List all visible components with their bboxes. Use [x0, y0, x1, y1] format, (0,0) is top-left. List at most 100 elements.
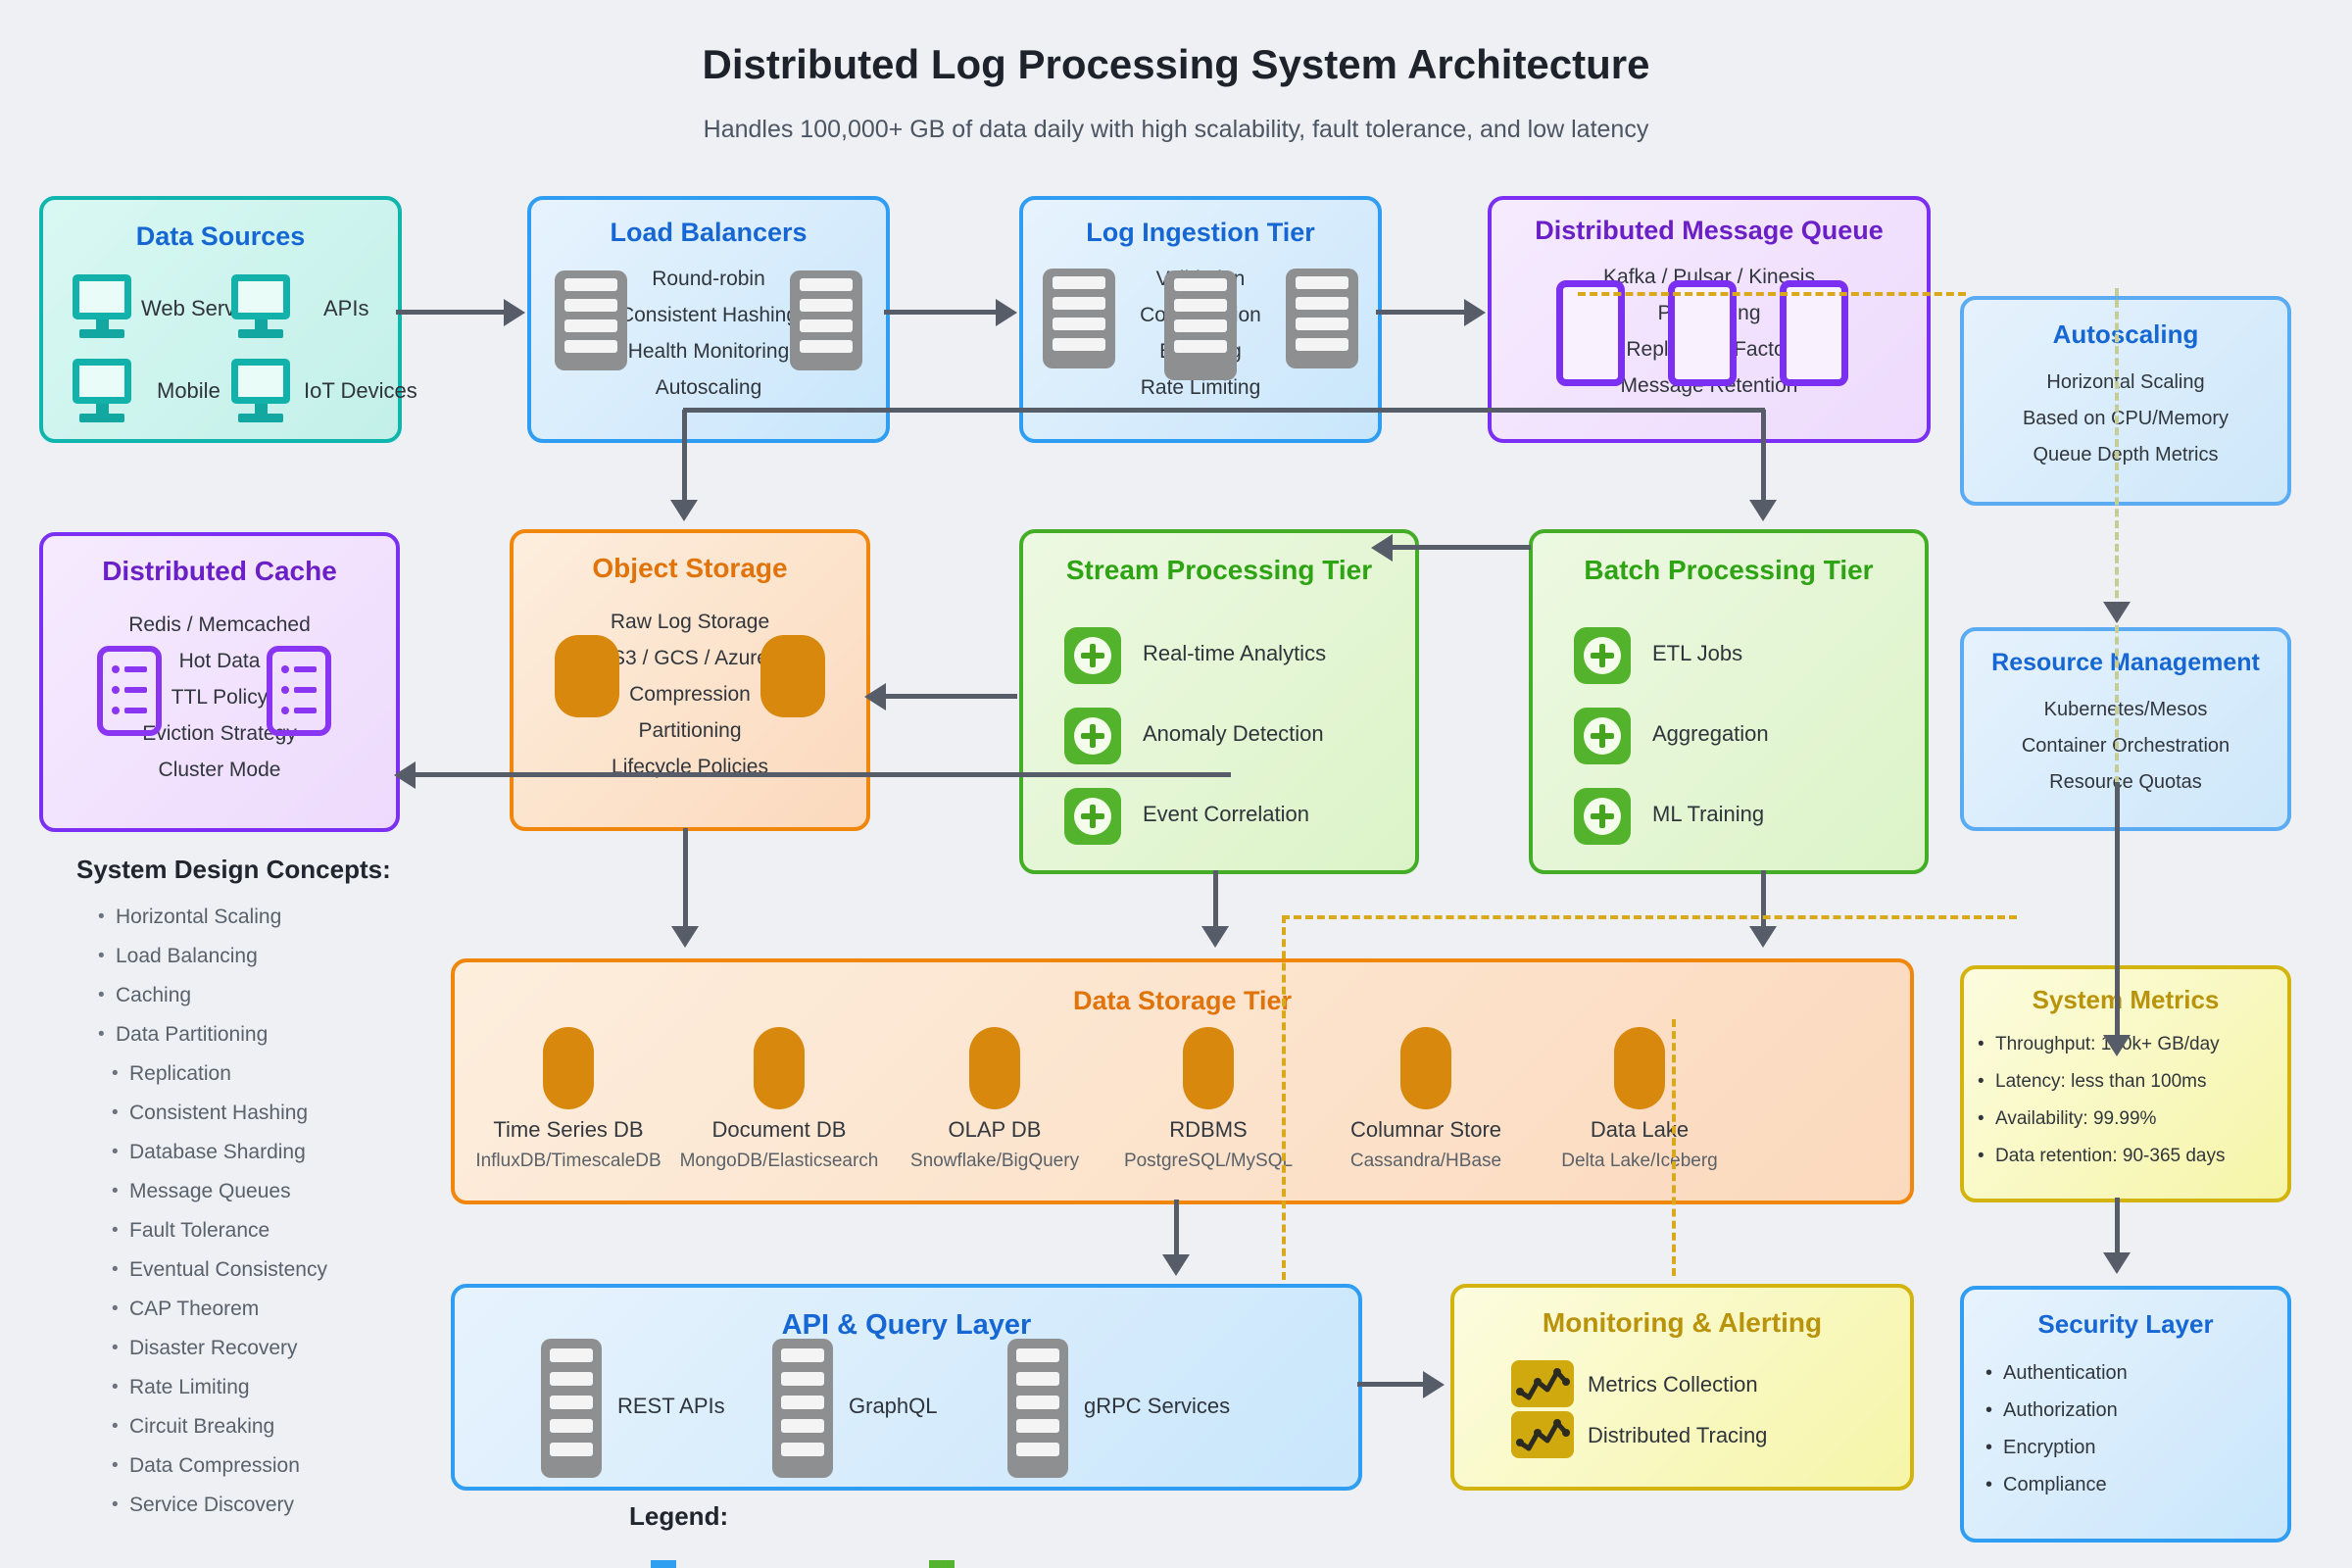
legend-label: Legend: [629, 1501, 729, 1531]
chart-line-icon [1511, 1360, 1574, 1407]
metric-item: Data retention: 90-365 days [1974, 1138, 2226, 1175]
store-name: OLAP DB [948, 1117, 1042, 1142]
node-title: Data Sources [135, 221, 306, 251]
queue-icon [1556, 280, 1625, 386]
server-icon [1007, 1339, 1068, 1478]
server-icon [541, 1339, 602, 1478]
plus-icon [1064, 788, 1121, 845]
arrowhead [1423, 1371, 1445, 1398]
legend-swatch-blue [651, 1560, 676, 1568]
dashed-link-queue-autoscaling [1578, 292, 1966, 296]
store-tech: InfluxDB/TimescaleDB [475, 1151, 662, 1171]
database-cylinder-icon [754, 1027, 805, 1109]
node-data-sources: Data Sources Web Servers APIs Mobile IoT… [39, 196, 417, 443]
node-system-metrics: System Metrics Throughput: 100k+ GB/day … [1960, 965, 2291, 1202]
arrowhead [1464, 299, 1486, 326]
node-title: System Metrics [2032, 985, 2220, 1014]
node-api-query-layer: API & Query Layer REST APIs GraphQL gRPC… [451, 1284, 1362, 1491]
monitoring-item: Metrics Collection [1588, 1372, 1758, 1396]
node-line: Partitioning [638, 719, 742, 742]
arrow-metrics-to-security [2115, 1198, 2120, 1254]
metric-item: Availability: 99.99% [1974, 1101, 2226, 1138]
arrow-batch-to-stream [1393, 545, 1531, 550]
concept-item: Load Balancing [94, 937, 327, 976]
concept-item: Circuit Breaking [108, 1407, 327, 1446]
security-item: Authentication [1982, 1354, 2128, 1392]
arrow-object-storage-to-data-storage [683, 828, 688, 928]
node-title: Object Storage [592, 553, 788, 583]
api-item: GraphQL [849, 1394, 938, 1418]
arrowhead [394, 761, 416, 789]
concepts-list: Horizontal Scaling Load Balancing Cachin… [94, 898, 327, 1525]
arrowhead [1371, 534, 1393, 562]
arrow-stream-to-data-storage [1213, 870, 1218, 929]
arrowhead [1162, 1254, 1190, 1276]
node-log-ingestion: Log Ingestion Tier Validation Compressio… [1019, 196, 1382, 443]
node-title: Distributed Message Queue [1535, 216, 1884, 245]
arrowhead [864, 683, 886, 710]
arrow-stream-to-cache [416, 772, 1231, 777]
concept-item: Disaster Recovery [108, 1329, 327, 1368]
concepts-heading: System Design Concepts: [76, 855, 391, 884]
list-icon [267, 646, 331, 736]
arrow-batch-to-data-storage [1761, 870, 1766, 929]
security-item: Authorization [1982, 1392, 2128, 1429]
node-title: Distributed Cache [102, 556, 337, 586]
node-distributed-cache: Distributed Cache Redis / Memcached Hot … [39, 532, 400, 832]
node-title: Stream Processing Tier [1065, 555, 1373, 585]
arrowhead [504, 299, 525, 326]
arrowhead [2103, 602, 2131, 623]
concept-item: Service Discovery [108, 1486, 327, 1525]
batch-item: Aggregation [1652, 721, 1769, 746]
data-source-label: APIs [323, 296, 369, 320]
node-line: Consistent Hashing [618, 304, 799, 326]
node-title: Monitoring & Alerting [1542, 1307, 1823, 1338]
store-name: Document DB [711, 1117, 847, 1142]
node-line: Resource Quotas [2049, 771, 2202, 793]
database-cylinder-icon [760, 635, 825, 717]
metric-item: Throughput: 100k+ GB/day [1974, 1026, 2226, 1063]
server-icon [772, 1339, 833, 1478]
arrow-queue-to-batch [1761, 410, 1766, 502]
store-tech: Snowflake/BigQuery [909, 1151, 1080, 1171]
monitoring-item: Distributed Tracing [1588, 1423, 1768, 1447]
arrowhead [1201, 926, 1229, 948]
node-object-storage: Object Storage Raw Log Storage S3 / GCS … [510, 529, 870, 831]
data-source-label: IoT Devices [304, 378, 417, 403]
concept-item: Data Compression [108, 1446, 327, 1486]
arrowhead [671, 926, 699, 948]
database-cylinder-icon [1400, 1027, 1451, 1109]
list-icon [97, 646, 162, 736]
plus-icon [1064, 627, 1121, 684]
store-tech: Cassandra/HBase [1349, 1151, 1502, 1171]
concept-item: Data Partitioning [94, 1015, 327, 1054]
node-line: Queue Depth Metrics [2033, 444, 2219, 466]
node-message-queue: Distributed Message Queue Kafka / Pulsar… [1488, 196, 1931, 443]
arrowhead [996, 299, 1017, 326]
edge-lb-elbow [683, 408, 1765, 413]
node-line: Container Orchestration [2021, 735, 2230, 757]
security-item: Encryption [1982, 1429, 2128, 1466]
node-line: Autoscaling [655, 376, 762, 399]
concept-item: Replication [108, 1054, 327, 1094]
metric-item: Latency: less than 100ms [1974, 1063, 2226, 1101]
batch-item: ETL Jobs [1652, 641, 1743, 665]
node-line: Based on CPU/Memory [2022, 408, 2230, 429]
concept-item: Message Queues [108, 1172, 327, 1211]
concept-item: Rate Limiting [108, 1368, 327, 1407]
database-cylinder-icon [543, 1027, 594, 1109]
node-security-layer: Security Layer Authentication Authorizat… [1960, 1286, 2291, 1543]
stream-item: Anomaly Detection [1143, 721, 1324, 746]
arrow-lb-to-object-storage [682, 410, 687, 502]
arrowhead [670, 500, 698, 521]
plus-icon [1574, 708, 1631, 764]
monitor-icon [71, 359, 133, 423]
api-item: gRPC Services [1084, 1394, 1231, 1418]
page-subtitle: Handles 100,000+ GB of data daily with h… [703, 116, 1649, 143]
database-cylinder-icon [1183, 1027, 1234, 1109]
node-data-storage-tier: Data Storage Tier Time Series DB Documen… [451, 958, 1914, 1204]
monitor-icon [229, 359, 292, 423]
node-line: Horizontal Scaling [2046, 371, 2205, 393]
security-item: Compliance [1982, 1466, 2128, 1503]
node-line: Kafka / Pulsar / Kinesis [1603, 266, 1815, 288]
